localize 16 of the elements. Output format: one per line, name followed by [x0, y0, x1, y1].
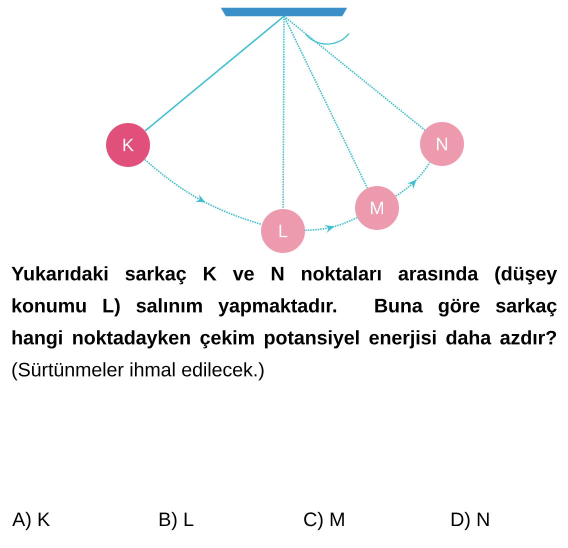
answer-option: D) N: [452, 512, 489, 530]
pendulum-ball: L: [261, 209, 305, 253]
pendulum-ball: K: [106, 123, 150, 167]
string-line: [144, 16, 284, 132]
ceiling-bar: [220, 8, 348, 16]
string-line: [284, 16, 426, 131]
question-text: Yukarıdaki sarkaç K ve N noktaları arasında (düşey konumu L) salınım yapmaktadır. Buna göre sarkaç hangi noktadayken çekim potansiyel enerjisi daha azdır? (Sürtünmeler ihmal edilecek.): [12, 266, 558, 380]
answer-option: A) K: [12, 512, 50, 530]
arrow: [144, 159, 262, 226]
answer-option: B) L: [160, 512, 194, 530]
pendulum-ball: N: [420, 122, 464, 166]
pendulum-ball: M: [355, 186, 399, 230]
string-line: [282, 16, 285, 209]
arrow: [395, 162, 430, 197]
string-line: [283, 16, 368, 188]
answer-option: C) M: [304, 512, 344, 530]
